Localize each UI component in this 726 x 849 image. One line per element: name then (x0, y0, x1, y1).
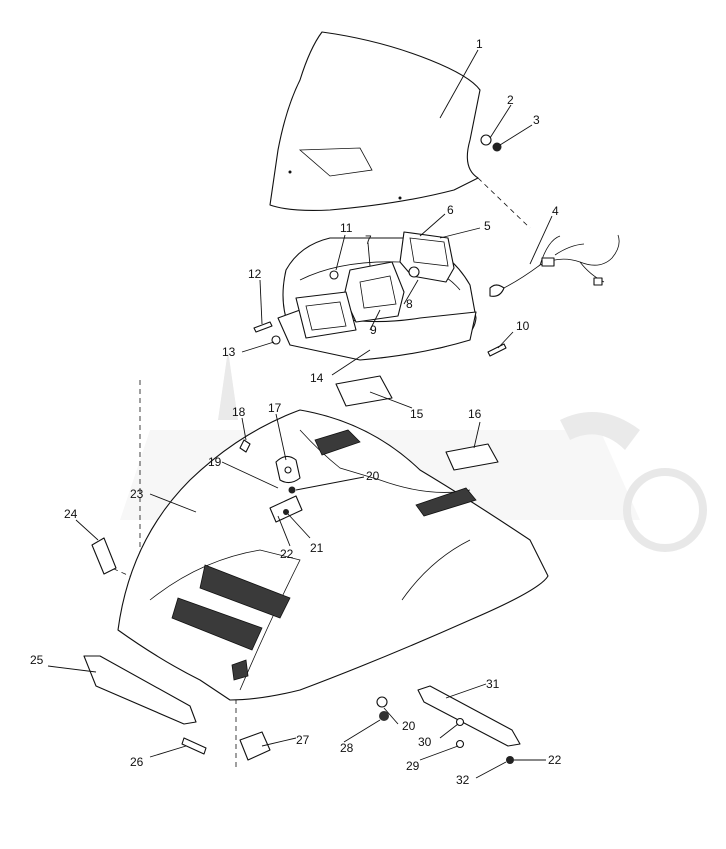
callout-31: 31 (486, 677, 500, 691)
callout-18: 18 (232, 405, 246, 419)
windshield (269, 31, 481, 211)
pin (181, 737, 207, 755)
callout-28: 28 (340, 741, 354, 755)
pad (239, 731, 271, 761)
callout-30: 30 (418, 735, 432, 749)
callout-labels: 1 2 3 4 5 6 7 8 9 10 11 12 13 14 15 16 1… (30, 37, 562, 787)
callout-2: 2 (507, 93, 514, 107)
callout-14: 14 (310, 371, 324, 385)
alignment-line (477, 177, 531, 229)
callout-10: 10 (516, 319, 530, 333)
callout-32: 32 (456, 773, 470, 787)
callout-15: 15 (410, 407, 424, 421)
mount-hardware (239, 439, 303, 523)
callout-23: 23 (130, 487, 144, 501)
callout-29: 29 (406, 759, 420, 773)
callout-7: 7 (365, 233, 372, 247)
callout-13: 13 (222, 345, 236, 359)
callout-17: 17 (268, 401, 282, 415)
headlight-bulb-housing (399, 231, 455, 283)
callout-24: 24 (64, 507, 78, 521)
callout-25: 25 (30, 653, 44, 667)
callout-26: 26 (130, 755, 144, 769)
callout-12: 12 (248, 267, 262, 281)
wiring-harness (489, 234, 620, 297)
callout-20-lower: 20 (402, 719, 416, 733)
nut-and-washer-lower (376, 696, 389, 721)
callout-5: 5 (484, 219, 491, 233)
callout-1: 1 (476, 37, 483, 51)
callout-27: 27 (296, 733, 310, 747)
rear-bracket (417, 685, 521, 747)
callout-6: 6 (447, 203, 454, 217)
callout-19: 19 (208, 455, 222, 469)
callout-8: 8 (406, 297, 413, 311)
callout-11: 11 (340, 221, 353, 235)
hood (117, 409, 549, 701)
callout-22-lower: 22 (548, 753, 562, 767)
callout-20-upper: 20 (366, 469, 380, 483)
leader-lines (47, 49, 553, 779)
callout-16: 16 (468, 407, 482, 421)
callout-21: 21 (310, 541, 324, 555)
headlight-lens (295, 261, 405, 339)
nut-and-washer (480, 134, 502, 152)
callout-3: 3 (533, 113, 540, 127)
decal-pads (335, 375, 499, 471)
front-bracket (83, 655, 197, 725)
bumper-pad (91, 537, 117, 575)
rear-hardware (455, 717, 514, 764)
callout-22-upper: 22 (280, 547, 294, 561)
callout-9: 9 (370, 323, 377, 337)
callout-4: 4 (552, 204, 559, 218)
